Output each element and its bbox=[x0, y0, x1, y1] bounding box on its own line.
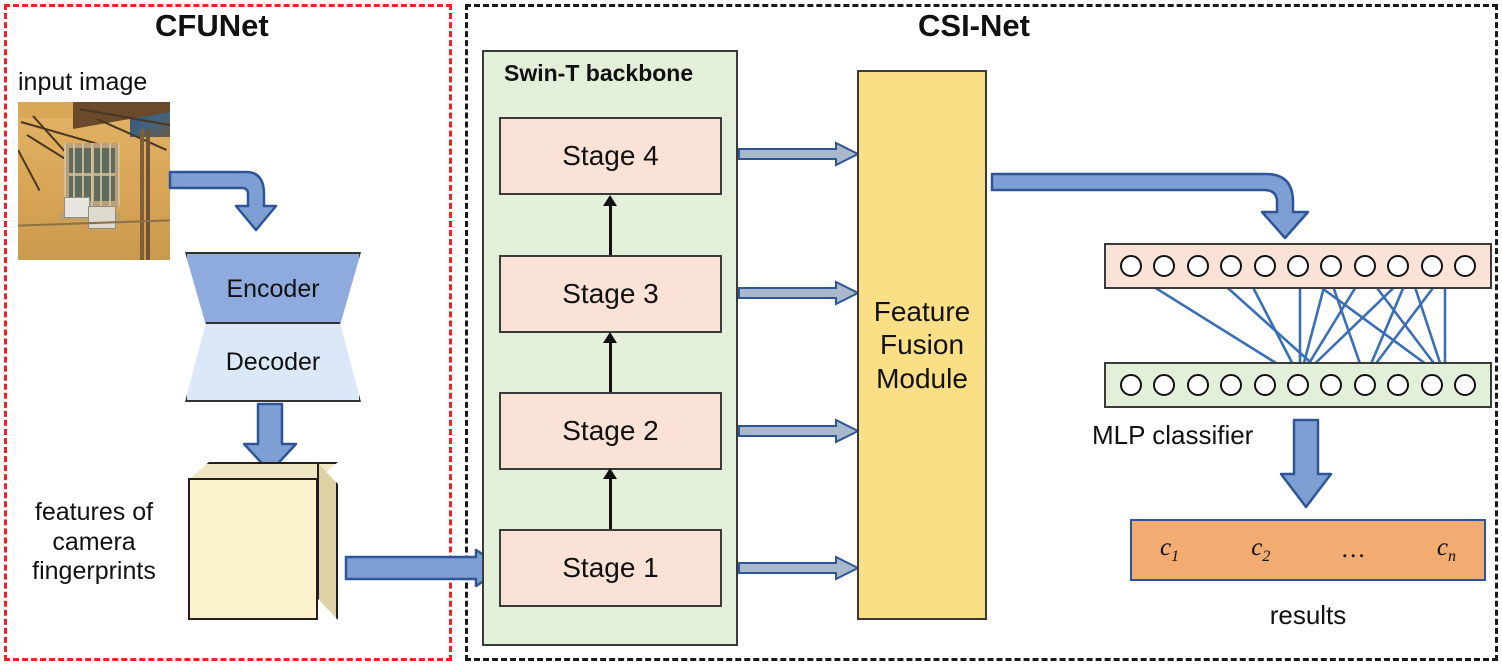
features-cube-side bbox=[317, 462, 338, 620]
results-bar: c1 c2 … cn bbox=[1130, 519, 1486, 581]
arrow-stage3-to-stage4-head bbox=[603, 195, 617, 206]
arrow-stage1-to-stage2-shaft bbox=[609, 477, 612, 529]
arrow-fusion-to-mlp bbox=[990, 168, 1320, 240]
stage-box-1: Stage 1 bbox=[499, 529, 722, 607]
mlp-node bbox=[1353, 374, 1376, 396]
input-image-label: input image bbox=[18, 68, 148, 96]
stage-2-label: Stage 2 bbox=[562, 415, 659, 446]
csinet-panel-border bbox=[465, 4, 1498, 661]
mlp-node bbox=[1454, 374, 1477, 396]
mlp-node bbox=[1253, 255, 1276, 277]
mlp-node bbox=[1153, 374, 1176, 396]
stage-box-2: Stage 2 bbox=[499, 392, 722, 470]
mlp-node bbox=[1220, 255, 1243, 277]
mlp-node bbox=[1153, 255, 1176, 277]
encoder-block: Encoder bbox=[185, 252, 361, 326]
mlp-node bbox=[1220, 374, 1243, 396]
mlp-bottom-layer bbox=[1104, 362, 1492, 408]
mlp-node bbox=[1320, 374, 1343, 396]
feature-fusion-label: Feature Fusion Module bbox=[873, 296, 971, 394]
result-class-1: c1 bbox=[1160, 534, 1180, 565]
mlp-node bbox=[1119, 255, 1142, 277]
mlp-node bbox=[1420, 255, 1443, 277]
input-image-photo bbox=[18, 102, 170, 260]
result-class-ellipsis: … bbox=[1342, 536, 1365, 563]
mlp-node bbox=[1286, 255, 1309, 277]
mlp-node bbox=[1387, 374, 1410, 396]
mlp-node bbox=[1186, 374, 1209, 396]
mlp-node bbox=[1353, 255, 1376, 277]
result-class-n: cn bbox=[1436, 534, 1456, 565]
mlp-node bbox=[1119, 374, 1142, 396]
mlp-node bbox=[1420, 374, 1443, 396]
arrow-stage3-to-fusion bbox=[738, 280, 860, 306]
encoder-label: Encoder bbox=[226, 274, 320, 303]
stage-box-4: Stage 4 bbox=[499, 117, 722, 195]
results-caption: results bbox=[1269, 600, 1347, 630]
arrow-stage2-to-stage3-head bbox=[603, 332, 617, 343]
stage-4-label: Stage 4 bbox=[562, 140, 659, 171]
mlp-node bbox=[1253, 374, 1276, 396]
mlp-node bbox=[1186, 255, 1209, 277]
arrow-stage2-to-fusion bbox=[738, 418, 860, 444]
arrow-decoder-to-features bbox=[240, 402, 300, 474]
mlp-node bbox=[1387, 255, 1410, 277]
cfunet-panel-border bbox=[4, 4, 452, 661]
stage-1-label: Stage 1 bbox=[562, 552, 659, 583]
result-class-2: c2 bbox=[1251, 534, 1271, 565]
stage-box-3: Stage 3 bbox=[499, 255, 722, 333]
mlp-node bbox=[1454, 255, 1477, 277]
decoder-block: Decoder bbox=[185, 322, 361, 402]
cfunet-title: CFUNet bbox=[155, 8, 269, 43]
features-cube-front bbox=[188, 478, 318, 620]
arrow-stage3-to-stage4-shaft bbox=[609, 204, 612, 255]
stage-3-label: Stage 3 bbox=[562, 278, 659, 309]
decoder-label: Decoder bbox=[225, 347, 321, 376]
arrow-stage2-to-stage3-shaft bbox=[609, 341, 612, 392]
arrow-photo-to-encoder bbox=[168, 168, 278, 234]
features-label: features of camera fingerprints bbox=[32, 498, 156, 585]
arrow-stage1-to-stage2-head bbox=[603, 468, 617, 479]
arrow-mlp-to-results bbox=[1278, 418, 1334, 510]
swin-backbone-title: Swin-T backbone bbox=[504, 60, 694, 86]
mlp-classifier-caption: MLP classifier bbox=[1092, 420, 1254, 450]
arrow-stage1-to-fusion bbox=[738, 555, 860, 581]
mlp-node bbox=[1320, 255, 1343, 277]
csinet-title: CSI-Net bbox=[918, 8, 1030, 43]
mlp-node bbox=[1286, 374, 1309, 396]
arrow-stage4-to-fusion bbox=[738, 141, 860, 167]
mlp-top-layer bbox=[1104, 243, 1492, 289]
feature-fusion-module: Feature Fusion Module bbox=[857, 70, 987, 620]
